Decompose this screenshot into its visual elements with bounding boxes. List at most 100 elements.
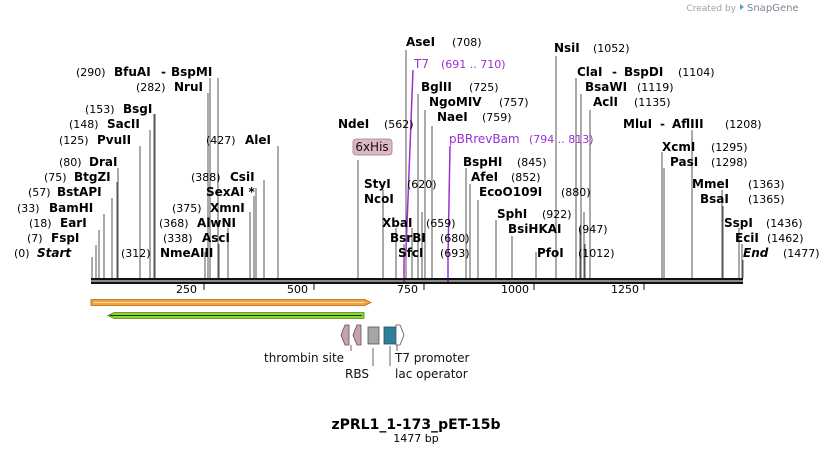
label-start-pos: (0) bbox=[14, 247, 30, 260]
label-asci-pos: (338) bbox=[163, 232, 193, 245]
label-nsii-pos: (1052) bbox=[593, 42, 630, 55]
label-bamhi-pos: (33) bbox=[17, 202, 40, 215]
label-xbai: XbaI bbox=[382, 216, 412, 230]
label-sspi: SspI bbox=[724, 216, 753, 230]
green-feature-arrow bbox=[107, 312, 365, 319]
label-alei-pos: (427) bbox=[206, 134, 236, 147]
label-bfuai-pos: (290) bbox=[76, 66, 106, 79]
tick-1000: 1000 bbox=[501, 283, 529, 296]
label-end-pos: (1477) bbox=[783, 247, 820, 260]
label-pfoi-pos: (1012) bbox=[578, 247, 615, 260]
right-site-labels: NsiI (1052) ClaI - BspDI (1104) BsaWI (1… bbox=[463, 41, 715, 260]
label-ecoo109i-pos: (880) bbox=[561, 186, 591, 199]
label-ecoo109i: EcoO109I bbox=[479, 185, 542, 199]
thrombin-site-shape-2 bbox=[352, 324, 362, 346]
rbs-shape bbox=[367, 326, 380, 345]
label-sacii: SacII bbox=[107, 117, 140, 131]
label-ngomiv: NgoMIV bbox=[429, 95, 482, 109]
dash-mlui: - bbox=[660, 117, 665, 131]
label-csii: CsiI bbox=[230, 170, 255, 184]
label-mmei-pos: (1363) bbox=[748, 178, 785, 191]
tick-750: 750 bbox=[397, 283, 418, 296]
label-fspi: FspI bbox=[51, 231, 79, 245]
label-ndei-pos: (562) bbox=[384, 118, 414, 131]
label-afei-pos: (852) bbox=[511, 171, 541, 184]
label-pvuii-pos: (125) bbox=[59, 134, 89, 147]
label-afliii: AflIII bbox=[672, 117, 704, 131]
label-afei: AfeI bbox=[471, 170, 498, 184]
label-pasi-pos: (1298) bbox=[711, 156, 748, 169]
label-bsgi: BsgI bbox=[123, 102, 152, 116]
label-thrombin-site: thrombin site bbox=[264, 351, 344, 365]
label-bsawi: BsaWI bbox=[585, 80, 627, 94]
mid-site-labels: (427) AleI (388) CsiI SexAI * (375) XmnI… bbox=[121, 133, 271, 260]
label-bglii-pos: (725) bbox=[469, 81, 499, 94]
dash-clai: - bbox=[612, 65, 617, 79]
label-ndei: NdeI bbox=[338, 117, 369, 131]
label-pasi: PasI bbox=[670, 155, 698, 169]
label-t7-range: (691 .. 710) bbox=[441, 58, 506, 71]
label-alwni-pos: (368) bbox=[159, 217, 189, 230]
label-bsihkai-pos: (947) bbox=[578, 223, 608, 236]
primer-labels: T7 (691 .. 710) pBRrevBam (794 .. 813) bbox=[413, 57, 594, 146]
label-acli-pos: (1135) bbox=[634, 96, 671, 109]
his-tag-box bbox=[352, 138, 393, 156]
label-nrui: NruI bbox=[174, 80, 203, 94]
label-mlui: MluI bbox=[623, 117, 652, 131]
left-site-labels: (290) BfuAI - BspMI (282) NruI (153) Bsg… bbox=[14, 65, 212, 260]
label-bstapi: BstAPI bbox=[57, 185, 102, 199]
label-bspmi: BspMI bbox=[171, 65, 212, 79]
label-nmeaiii-pos: (312) bbox=[121, 247, 151, 260]
label-asei-pos: (708) bbox=[452, 36, 482, 49]
label-bsphi: BspHI bbox=[463, 155, 502, 169]
label-ecii: EciI bbox=[735, 231, 759, 245]
site-leader-lines bbox=[91, 50, 744, 278]
label-bsai: BsaI bbox=[700, 192, 729, 206]
label-bfuai: BfuAI bbox=[114, 65, 151, 79]
center-site-labels: NdeI (562) StyI (620) NcoI XbaI (659) Bs… bbox=[338, 117, 470, 260]
label-styi-pos: (620) bbox=[407, 178, 437, 191]
label-bsawi-pos: (1119) bbox=[637, 81, 674, 94]
his-tag-feature: 6xHis bbox=[352, 138, 393, 156]
label-sacii-pos: (148) bbox=[69, 118, 99, 131]
dash-bfuai: - bbox=[161, 65, 166, 79]
label-eari-pos: (18) bbox=[29, 217, 52, 230]
label-pbrrevbam-range: (794 .. 813) bbox=[529, 133, 594, 146]
label-bglii: BglII bbox=[421, 80, 452, 94]
label-xcmi: XcmI bbox=[662, 140, 695, 154]
label-nrui-pos: (282) bbox=[136, 81, 166, 94]
label-drai: DraI bbox=[89, 155, 117, 169]
backbone-top-strand bbox=[91, 278, 743, 281]
snapgene-logo: SnapGene bbox=[740, 3, 799, 14]
tick-500: 500 bbox=[287, 283, 308, 296]
tick-250: 250 bbox=[176, 283, 197, 296]
upper-site-labels: AseI (708) BglII (725) NgoMIV (757) NaeI… bbox=[406, 35, 529, 124]
label-alwni: AlwNI bbox=[197, 216, 236, 230]
label-mlui-pos: (1208) bbox=[725, 118, 762, 131]
snapgene-logo-icon bbox=[740, 4, 744, 10]
label-bspdi: BspDI bbox=[624, 65, 663, 79]
label-bsphi-pos: (845) bbox=[517, 156, 547, 169]
label-mmei: MmeI bbox=[692, 177, 729, 191]
label-nsii: NsiI bbox=[554, 41, 580, 55]
label-acli: AclI bbox=[593, 95, 618, 109]
label-sfci: SfcI bbox=[398, 246, 423, 260]
label-bsrbi: BsrBI bbox=[390, 231, 426, 245]
label-styi: StyI bbox=[364, 177, 391, 191]
label-rbs: RBS bbox=[345, 367, 369, 381]
label-eari: EarI bbox=[60, 216, 87, 230]
label-asci: AscI bbox=[202, 231, 230, 245]
orange-feature-arrow bbox=[90, 299, 372, 306]
label-sphi-pos: (922) bbox=[542, 208, 572, 221]
label-pbrrevbam: pBRrevBam bbox=[449, 132, 520, 146]
label-t7-promoter: T7 promoter bbox=[394, 351, 470, 365]
sequence-title: zPRL1_1-173_pET-15b bbox=[331, 417, 500, 433]
label-csii-pos: (388) bbox=[191, 171, 221, 184]
label-ecii-pos: (1462) bbox=[767, 232, 804, 245]
label-asei: AseI bbox=[406, 35, 435, 49]
scale-tick-marks bbox=[203, 284, 645, 290]
sequence-backbone bbox=[91, 278, 743, 284]
label-sfci-pos: (693) bbox=[440, 247, 470, 260]
label-alei: AleI bbox=[245, 133, 271, 147]
